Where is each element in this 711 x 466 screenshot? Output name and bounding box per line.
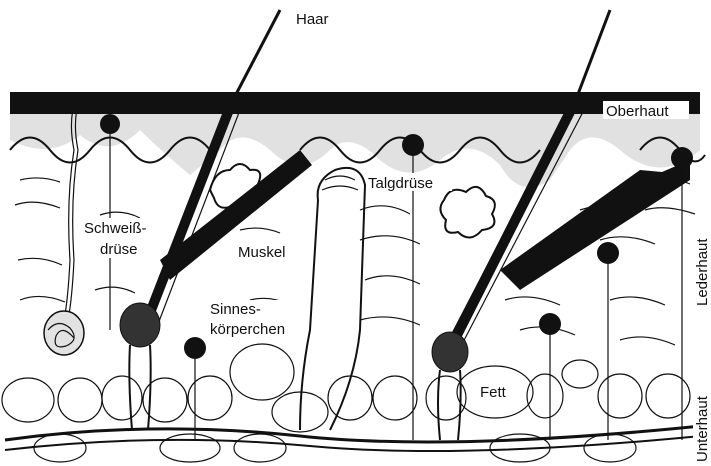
sebaceous-gland-right <box>440 187 494 238</box>
label-lederhaut: Lederhaut <box>694 238 711 306</box>
label-muskel: Muskel <box>238 244 286 261</box>
epidermis-band <box>10 92 700 114</box>
blood-vessels <box>5 425 711 451</box>
label-talgdruese: Talgdrüse <box>368 175 433 192</box>
label-unterhaut: Unterhaut <box>694 395 711 462</box>
label-oberhaut: Oberhaut <box>606 103 669 120</box>
central-follicle <box>300 168 365 430</box>
dermis-fibers <box>15 177 695 345</box>
label-sinnes-1: Sinnes- <box>210 301 261 318</box>
label-schweiss-2: drüse <box>100 241 138 258</box>
label-haar: Haar <box>296 11 329 28</box>
label-schweiss-1: Schweiß- <box>84 220 147 237</box>
label-sinnes-2: körperchen <box>210 321 285 338</box>
label-fett: Fett <box>480 384 507 401</box>
fat-cells <box>2 344 690 462</box>
